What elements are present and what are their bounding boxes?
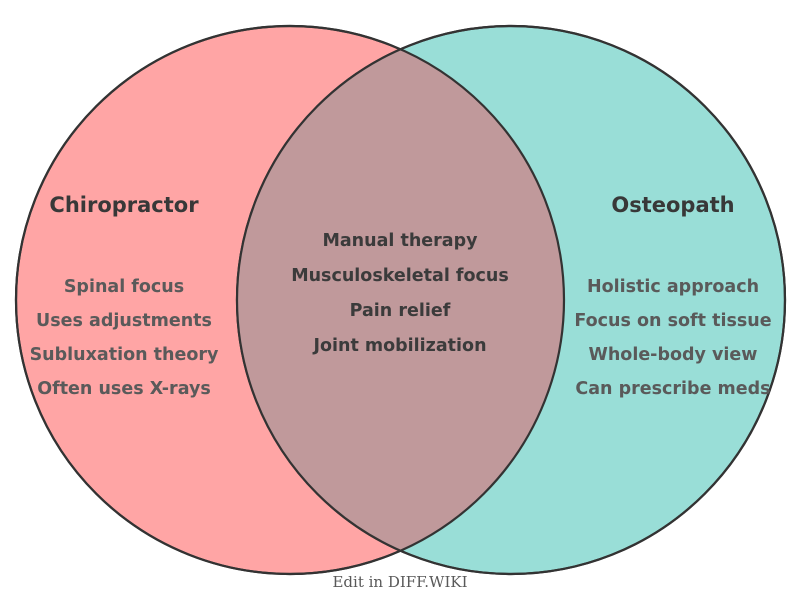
right-item-1: Holistic approach bbox=[587, 277, 759, 297]
osteopath-circle-outline bbox=[235, 24, 787, 576]
shared-item-3: Pain relief bbox=[350, 301, 451, 321]
left-item-4: Often uses X-rays bbox=[37, 379, 211, 399]
left-item-3: Subluxation theory bbox=[30, 345, 219, 365]
chiropractor-circle-outline bbox=[14, 24, 566, 576]
left-circle-title: Chiropractor bbox=[49, 193, 199, 217]
right-item-3: Whole-body view bbox=[589, 345, 758, 365]
overlap-region bbox=[237, 26, 564, 574]
right-item-2: Focus on soft tissue bbox=[574, 311, 771, 331]
left-item-2: Uses adjustments bbox=[36, 311, 212, 331]
right-item-4: Can prescribe meds bbox=[575, 379, 770, 399]
shared-item-2: Musculoskeletal focus bbox=[291, 266, 509, 286]
shared-item-1: Manual therapy bbox=[322, 231, 478, 251]
right-circle-title: Osteopath bbox=[611, 193, 734, 217]
shared-item-4: Joint mobilization bbox=[312, 336, 486, 356]
left-item-1: Spinal focus bbox=[64, 277, 184, 297]
edit-in-diff-wiki-link[interactable]: Edit in DIFF.WIKI bbox=[332, 573, 467, 591]
